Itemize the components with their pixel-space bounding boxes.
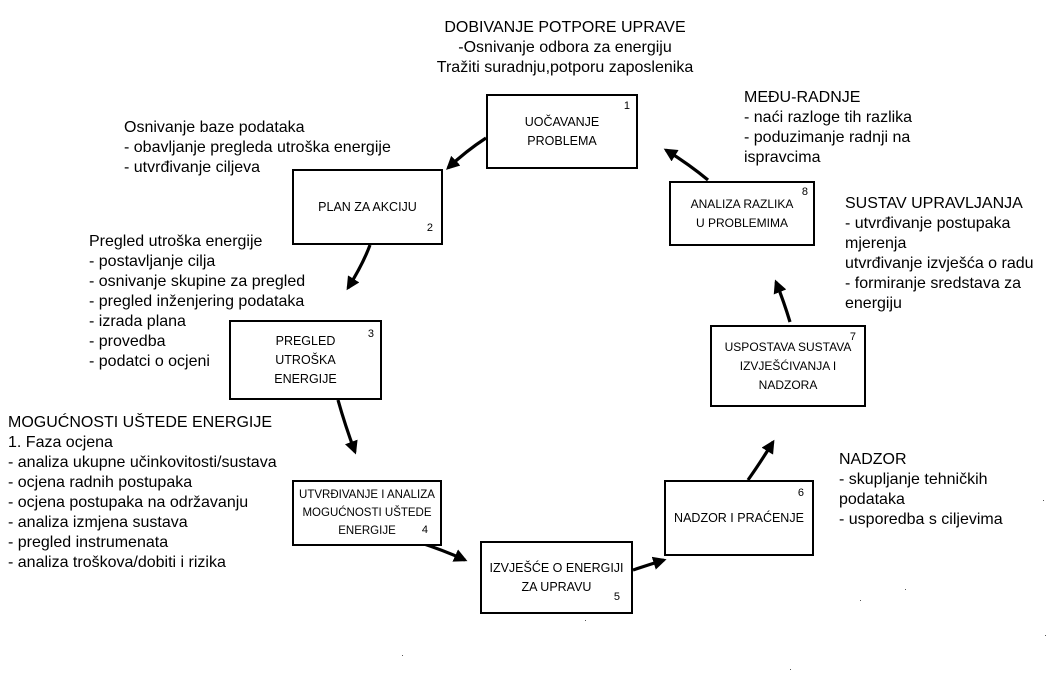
node-number: 5 — [613, 591, 620, 603]
scan-speck — [1043, 500, 1044, 501]
note-line: energiju — [845, 295, 902, 312]
note-title: Osnivanje baze podataka — [124, 119, 305, 136]
scan-speck — [860, 600, 861, 601]
note-dobivanje-potpore: DOBIVANJE POTPORE UPRAVE -Osnivanje odbo… — [390, 18, 740, 78]
node-uspostava-sustava: USPOSTAVA SUSTAVA IZVJEŠĆIVANJA I NADZOR… — [710, 325, 866, 407]
note-line: - pregled inženjering podataka — [89, 293, 305, 310]
node-label: USPOSTAVA SUSTAVA IZVJEŠĆIVANJA I NADZOR… — [724, 339, 852, 392]
scan-speck — [790, 669, 791, 670]
node-label: PREGLED UTROŠKA ENERGIJE — [274, 333, 337, 386]
note-line: - naći razloge tih razlika — [744, 109, 913, 126]
note-line: - izrada plana — [89, 313, 186, 330]
arrow-5-to-6 — [632, 556, 667, 572]
arrow-6-to-7 — [746, 439, 775, 481]
note-line: utvrđivanje izvješća o radu — [845, 255, 1034, 272]
arrow-7-to-8 — [773, 279, 792, 323]
node-number: 4 — [421, 524, 428, 536]
node-number: 7 — [849, 331, 856, 343]
note-line: - provedba — [89, 333, 166, 350]
node-label: ANALIZA RAZLIKA U PROBLEMIMA — [690, 196, 794, 230]
note-line: - analiza izmjena sustava — [8, 514, 188, 531]
node-pregled-utroska-energije: PREGLED UTROŠKA ENERGIJE 3 — [229, 320, 382, 400]
note-line: - utvrđivanje postupaka — [845, 215, 1011, 232]
note-line: - skupljanje tehničkih — [839, 471, 988, 488]
note-title: Pregled utroška energije — [89, 233, 263, 250]
note-line: - postavljanje cilja — [89, 253, 216, 270]
node-label: PLAN ZA AKCIJU — [318, 199, 417, 214]
note-line: - ocjena postupaka na održavanju — [8, 494, 249, 511]
note-line: - poduzimanje radnji na — [744, 129, 911, 146]
scan-speck — [585, 620, 586, 621]
arrow-8-to-1 — [663, 148, 710, 182]
arrow-1-to-2 — [446, 136, 487, 170]
node-number: 8 — [801, 186, 808, 198]
note-title: NADZOR — [839, 451, 907, 468]
note-osnivanje-baze: Osnivanje baze podataka - obavljanje pre… — [124, 118, 391, 178]
node-label: IZVJEŠĆE O ENERGIJI ZA UPRAVU — [489, 560, 624, 594]
arrow-2-to-3 — [346, 244, 372, 291]
node-izvjesce-o-energiji: IZVJEŠĆE O ENERGIJI ZA UPRAVU 5 — [480, 541, 633, 614]
scan-speck — [402, 655, 403, 656]
node-label: UTVRĐIVANJE I ANALIZA MOGUĆNOSTI UŠTEDE … — [299, 489, 435, 537]
scan-speck — [905, 589, 906, 590]
note-pregled-utroska: Pregled utroška energije - postavljanje … — [89, 232, 305, 372]
note-title: MOGUĆNOSTI UŠTEDE ENERGIJE — [8, 414, 273, 431]
node-label: NADZOR I PRAĆENJE — [674, 510, 804, 525]
note-line: - analiza troškova/dobiti i rizika — [8, 554, 226, 571]
note-medu-radnje: MEĐU-RADNJE - naći razloge tih razlika -… — [744, 88, 912, 168]
note-nadzor: NADZOR - skupljanje tehničkih podataka -… — [839, 450, 1003, 530]
node-analiza-razlika: ANALIZA RAZLIKA U PROBLEMIMA 8 — [669, 181, 815, 246]
note-line: - formiranje sredstava za — [845, 275, 1022, 292]
note-title: MEĐU-RADNJE — [744, 89, 861, 106]
node-plan-za-akciju: PLAN ZA AKCIJU 2 — [292, 169, 443, 245]
note-line: - obavljanje pregleda utroška energije — [124, 139, 391, 156]
node-number: 1 — [623, 100, 630, 112]
node-uocavanje-problema: UOČAVANJE PROBLEMA 1 — [486, 94, 638, 169]
arrow-3-to-4 — [336, 399, 358, 455]
note-sustav-upravljanja: SUSTAV UPRAVLJANJA - utvrđivanje postupa… — [845, 194, 1034, 314]
note-line: - osnivanje skupine za pregled — [89, 273, 306, 290]
note-line: ispravcima — [744, 149, 821, 166]
node-number: 3 — [367, 328, 374, 340]
note-title: DOBIVANJE POTPORE UPRAVE — [444, 19, 686, 36]
note-line: - pregled instrumenata — [8, 534, 169, 551]
node-number: 2 — [426, 222, 433, 234]
node-label: UOČAVANJE PROBLEMA — [524, 114, 600, 148]
node-number: 6 — [797, 487, 804, 499]
note-line: - usporedba s ciljevima — [839, 511, 1003, 528]
note-line: mjerenja — [845, 235, 907, 252]
note-line: - podatci o ocjeni — [89, 353, 210, 370]
note-line: -Osnivanje odbora za energiju — [458, 39, 672, 56]
note-line: podataka — [839, 491, 905, 508]
note-mogucnosti-ustede: MOGUĆNOSTI UŠTEDE ENERGIJE 1. Faza ocjen… — [8, 413, 277, 573]
scan-speck — [1045, 635, 1046, 636]
note-title: SUSTAV UPRAVLJANJA — [845, 195, 1023, 212]
node-utvrdivanje-analiza: UTVRĐIVANJE I ANALIZA MOGUĆNOSTI UŠTEDE … — [292, 480, 442, 546]
note-line: - utvrđivanje ciljeva — [124, 159, 261, 176]
note-line: - analiza ukupne učinkovitosti/sustava — [8, 454, 277, 471]
note-line: - ocjena radnih postupaka — [8, 474, 193, 491]
node-nadzor-i-pracenje: NADZOR I PRAĆENJE 6 — [664, 480, 814, 556]
note-line: Tražiti suradnju,potporu zaposlenika — [436, 59, 694, 76]
note-line: 1. Faza ocjena — [8, 434, 113, 451]
